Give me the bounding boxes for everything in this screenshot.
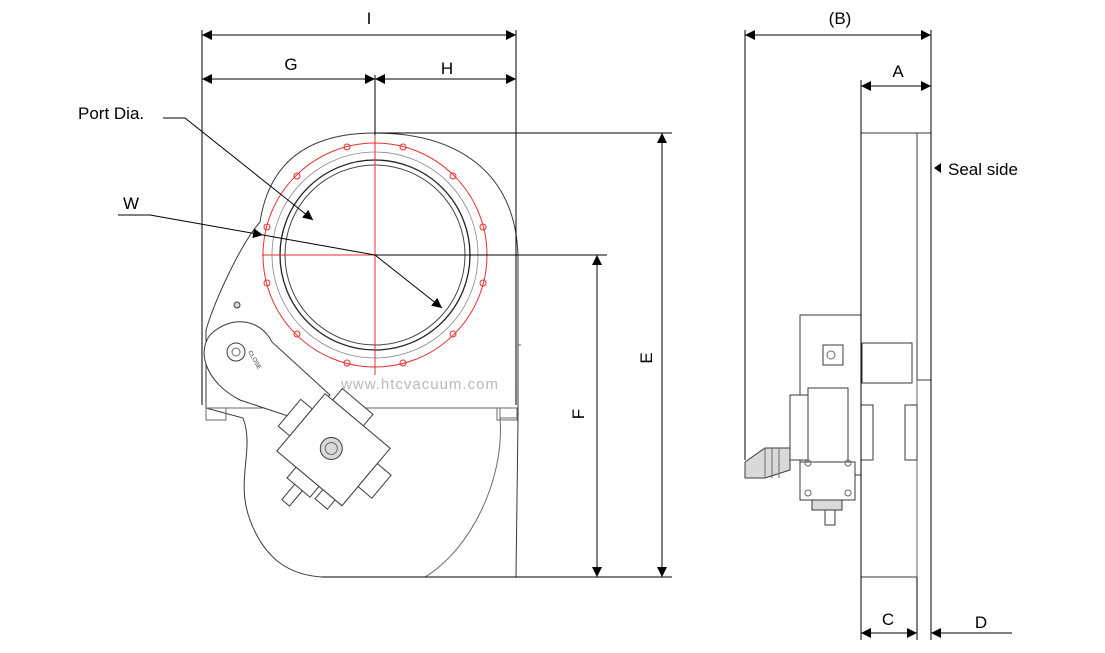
label-i: I [367, 9, 372, 28]
label-c: C [882, 610, 894, 629]
front-view: Htc CLOSE [78, 9, 672, 578]
label-e: E [637, 352, 656, 363]
label-port-dia: Port Dia. [78, 104, 144, 123]
label-seal-side: Seal side [948, 160, 1018, 179]
label-g: G [284, 55, 297, 74]
seal-plate [916, 132, 932, 381]
w-leader [149, 214, 264, 239]
label-f: F [569, 409, 588, 419]
label-w: W [123, 194, 139, 213]
seal-side-arrow-icon [934, 163, 941, 173]
label-b: (B) [829, 9, 852, 28]
cable-connector [744, 447, 791, 479]
label-h: H [441, 59, 453, 78]
pneumatic-actuator [276, 387, 392, 510]
watermark-url: www.htcvacuum.com [340, 376, 499, 393]
label-a: A [892, 62, 904, 81]
port-dia-leader [184, 117, 314, 221]
label-d: D [975, 613, 987, 632]
bolt-holes [263, 143, 487, 367]
side-view: (B) A C D Seal side [744, 9, 1018, 640]
port-dia-diameter-line [374, 254, 443, 309]
